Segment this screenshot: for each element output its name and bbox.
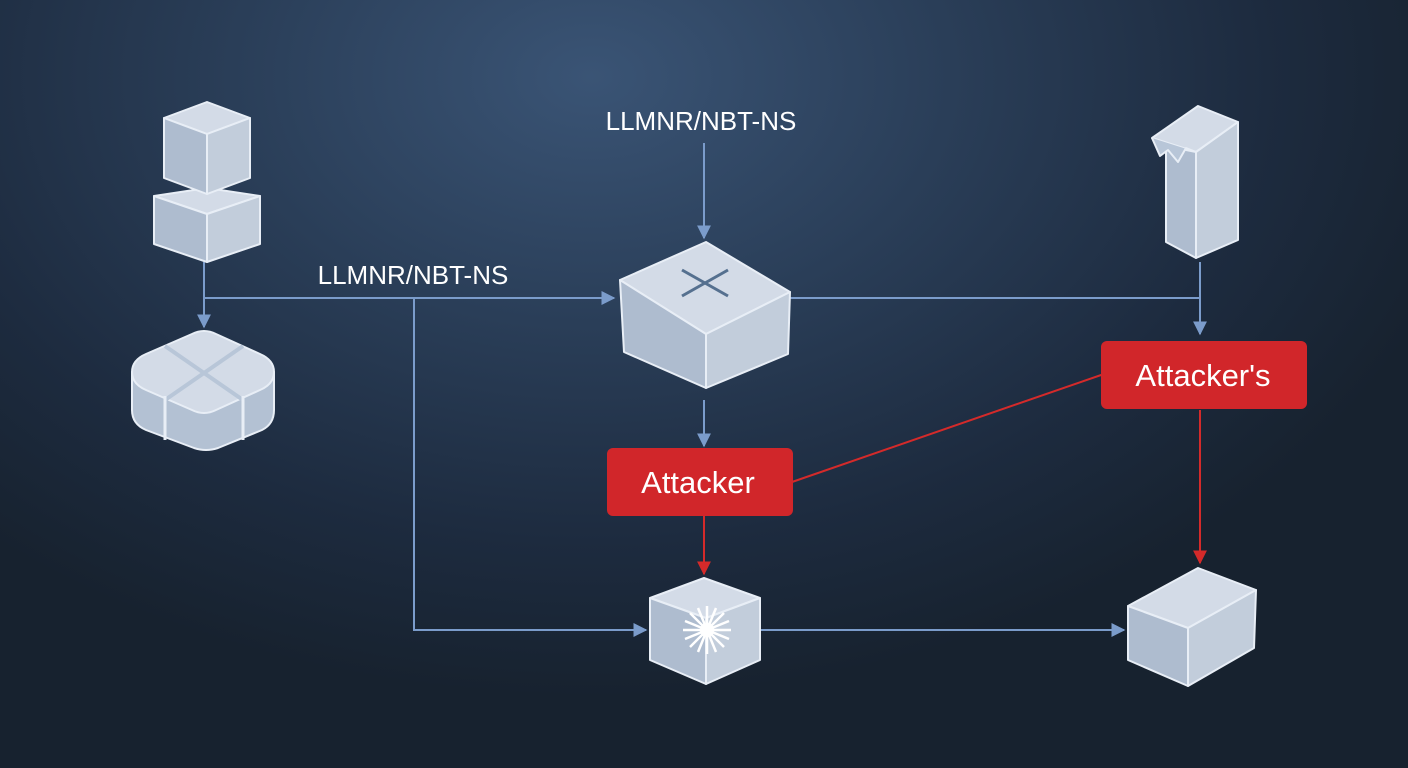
- left-branch-to-compromised-line: [413, 298, 648, 637]
- protocol-label-left: LLMNR/NBT-NS: [318, 260, 509, 290]
- protocol-label-top: LLMNR/NBT-NS: [606, 106, 797, 136]
- server-icon[interactable]: [1151, 105, 1239, 259]
- workstation-stack-icon[interactable]: [153, 101, 261, 263]
- attacker-box-bg: [607, 448, 793, 516]
- target-host-icon[interactable]: [1127, 567, 1257, 687]
- attackers-box-label: Attacker's: [1135, 358, 1270, 393]
- compromised-host-icon[interactable]: [649, 577, 761, 685]
- flow-lines: [197, 143, 1207, 637]
- attacker-to-attackers-line: [791, 373, 1105, 483]
- switch-icon[interactable]: [619, 241, 791, 389]
- attackers-box[interactable]: Attacker's: [1101, 341, 1307, 409]
- attacker-box[interactable]: Attacker: [607, 448, 793, 516]
- attackers-box-bg: [1101, 341, 1307, 409]
- hub-icon[interactable]: [131, 330, 275, 451]
- attacker-box-label: Attacker: [641, 465, 755, 500]
- attack-lines: [697, 373, 1207, 576]
- crossed-arrows-icon: [681, 268, 729, 298]
